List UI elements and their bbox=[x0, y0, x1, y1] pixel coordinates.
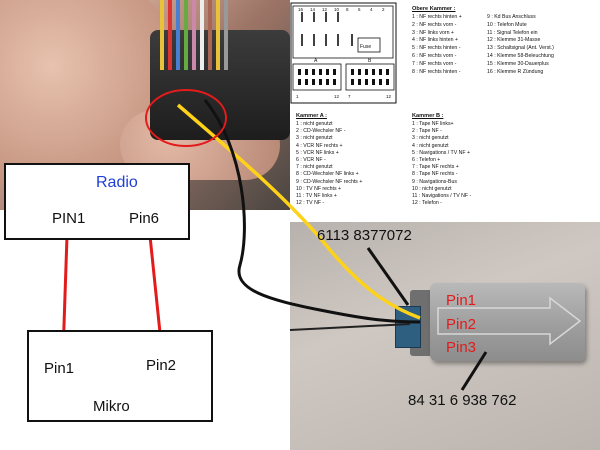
connector-pinout-diagram: Fuse A B 16 14 12 10 8 6 4 2 1 12 7 12 bbox=[290, 2, 397, 104]
pinout-entry: 9 : Kd Bus Anschluss bbox=[487, 14, 536, 20]
pinout-entry: 7 : nicht genutzt bbox=[296, 164, 333, 171]
pinout-entry: 7 : NF rechts vorn - bbox=[412, 60, 457, 67]
plug-black-wire-2 bbox=[289, 323, 411, 331]
mikro-label: Mikro bbox=[93, 398, 130, 415]
pinout-entry: 7 : Tape NF rechts + bbox=[412, 164, 459, 171]
pin-number-label: 12 bbox=[322, 7, 328, 12]
plug-arrow-icon bbox=[437, 296, 582, 346]
pinout-entry: 1 : nicht genutzt bbox=[296, 121, 333, 127]
pinout-entry: 4 : nicht genutzt bbox=[412, 142, 449, 149]
pinout-entry: 3 : NF links vorn + bbox=[412, 29, 454, 36]
pinout-entry: 5 : Navigations / TV NF + bbox=[412, 149, 470, 156]
obere-kammer-title: Obere Kammer : bbox=[412, 6, 456, 12]
pin-number-label: 14 bbox=[310, 7, 316, 12]
chamber-number-label: 7 bbox=[348, 94, 351, 99]
black-wire bbox=[203, 99, 421, 324]
pinout-entry: 11 : Signal Telefon ein bbox=[487, 29, 538, 36]
plug-pin2-label: Pin2 bbox=[446, 316, 477, 333]
pinout-entry: 11 : Navigations / TV NF - bbox=[412, 193, 472, 199]
yellow-wire bbox=[176, 103, 421, 320]
harness-wire bbox=[176, 0, 180, 70]
pinout-entry: 6 : Telefon + bbox=[412, 157, 441, 163]
pinout-entry: 5 : NF rechts hinten - bbox=[412, 45, 461, 52]
harness-wire bbox=[200, 0, 204, 70]
radio-box bbox=[4, 163, 190, 240]
radio-harness-photo bbox=[0, 0, 292, 210]
pinout-entry: 2 : Tape NF - bbox=[412, 128, 442, 135]
harness-wire bbox=[216, 0, 220, 70]
pinout-entry: 3 : nicht genutzt bbox=[296, 135, 333, 142]
pinout-entry: 8 : Tape NF rechts - bbox=[412, 171, 458, 178]
harness-wire bbox=[208, 0, 212, 70]
pinout-entry: 16 : Klemme R Zündung bbox=[487, 68, 544, 75]
pinout-panel: Fuse A B 16 14 12 10 8 6 4 2 1 12 7 12 Obere Kamme… bbox=[290, 0, 600, 222]
harness-wire bbox=[224, 0, 228, 70]
part-number-bottom: 84 31 6 938 762 bbox=[408, 392, 517, 409]
pinout-entry: 10 : Telefon Mute bbox=[487, 21, 527, 28]
pinout-entry: 2 : CD-Wechsler NF - bbox=[296, 128, 346, 135]
pinout-entry: 2 : NF rechts vorn - bbox=[412, 21, 457, 28]
harness-wire bbox=[184, 0, 188, 70]
chamber-number-label: 12 bbox=[386, 94, 392, 99]
radio-label: Radio bbox=[96, 174, 138, 191]
pinout-entry: 12 : Telefon - bbox=[412, 200, 442, 207]
pin-number-label: 8 bbox=[346, 7, 349, 12]
pinout-entry: 11 : TV NF links + bbox=[296, 193, 337, 199]
radio-pin1-label: PIN1 bbox=[52, 210, 86, 227]
plug-pin3-label: Pin3 bbox=[446, 339, 477, 356]
pinout-entry: 8 : CD-Wechsler NF links + bbox=[296, 171, 359, 178]
radio-pin6-label: Pin6 bbox=[129, 210, 160, 227]
pinout-entry: 1 : NF rechts hinten + bbox=[412, 14, 462, 20]
pinout-entry: 4 : NF links hinten + bbox=[412, 37, 458, 44]
pinout-entry: 12 : Klemme 31-Masse bbox=[487, 37, 541, 44]
pinout-entry: 6 : VCR NF - bbox=[296, 157, 326, 163]
pointer-line-top bbox=[366, 247, 410, 306]
pinout-entry: 10 : TV NF rechts + bbox=[296, 185, 342, 192]
chamber-number-label: 1 bbox=[296, 94, 299, 99]
pinout-entry: 5 : VCR NF links + bbox=[296, 149, 339, 156]
pinout-entry: 4 : VCR NF rechts + bbox=[296, 142, 343, 149]
harness-wire bbox=[160, 0, 164, 70]
pinout-entry: 10 : nicht genutzt bbox=[412, 185, 452, 192]
pinout-entry: 8 : NF rechts hinten - bbox=[412, 68, 461, 75]
mikro-pin2-label: Pin2 bbox=[146, 357, 177, 374]
svg-text:B: B bbox=[368, 58, 372, 64]
pin-number-label: 2 bbox=[382, 7, 385, 12]
pinout-entry: 12 : TV NF - bbox=[296, 200, 325, 207]
pinout-entry: 6 : NF rechts vorn - bbox=[412, 53, 457, 59]
svg-text:A: A bbox=[314, 58, 318, 64]
kammer-a-title: Kammer A : bbox=[296, 113, 327, 119]
kammer-b-title: Kammer B : bbox=[412, 113, 444, 119]
mikro-box bbox=[27, 330, 213, 422]
pinout-entry: 13 : Schaltsignal (Ant. Verst.) bbox=[487, 45, 554, 52]
svg-text:Fuse: Fuse bbox=[360, 44, 371, 50]
pin-number-label: 6 bbox=[358, 7, 361, 12]
highlight-circle bbox=[145, 89, 227, 147]
plug-body bbox=[430, 283, 585, 361]
mikro-pin1-label: Pin1 bbox=[44, 360, 75, 377]
part-number-top: 6113 8377072 bbox=[317, 227, 412, 244]
pinout-entry: 15 : Klemme 30-Dauerplus bbox=[487, 60, 549, 67]
pinout-entry: 14 : Klemme 58-Beleuchtung bbox=[487, 53, 554, 59]
pinout-entry: 9 : Navigations-Bus bbox=[412, 178, 457, 185]
pin-number-label: 4 bbox=[370, 7, 373, 12]
pinout-entry: 9 : CD-Wechsler NF rechts + bbox=[296, 178, 363, 185]
pinout-entry: 1 : Tape NF links+ bbox=[412, 121, 454, 127]
pin-number-label: 10 bbox=[334, 7, 340, 12]
pointer-line-bottom bbox=[460, 351, 488, 391]
plug-pin1-label: Pin1 bbox=[446, 292, 477, 309]
pin-number-label: 16 bbox=[298, 7, 304, 12]
pinout-entry: 3 : nicht genutzt bbox=[412, 135, 449, 142]
chamber-number-label: 12 bbox=[334, 94, 340, 99]
harness-wire bbox=[168, 0, 172, 70]
harness-wire bbox=[192, 0, 196, 70]
